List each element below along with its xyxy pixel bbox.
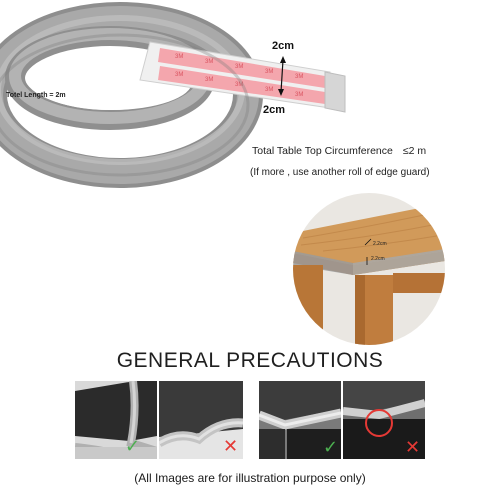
table-corner-photo: 2.2cm 2.2cm [293,193,445,345]
precautions-heading: GENERAL PRECAUTIONS [116,349,384,372]
cross-icon: ✕ [405,437,421,457]
table-dim-side: 2.2cm [371,256,385,262]
precaution-photo-correct-2: ✓ [259,381,341,459]
precaution-photo-wrong-1: ✕ [159,381,243,459]
circumference-limit: ≤2 m [402,145,427,157]
svg-text:3M: 3M [205,77,213,83]
illustration-disclaimer: (All Images are for illustration purpose… [134,471,366,485]
edge-guard-roll-illustration: 3M 3M 3M 3M 3M 3M 3M 3M 3M 3M 2cm 2cm Totel Leng… [0,0,350,210]
svg-text:3M: 3M [235,82,243,88]
precaution-photo-correct-1: ✓ [75,381,157,459]
svg-text:3M: 3M [295,74,303,80]
cross-icon: ✕ [223,436,239,456]
svg-text:3M: 3M [295,92,303,98]
check-icon: ✓ [125,436,141,456]
svg-text:3M: 3M [175,72,183,78]
width-label-bottom: 2cm [263,104,286,116]
width-label-top: 2cm [272,40,295,52]
check-icon: ✓ [323,437,339,457]
svg-text:3M: 3M [265,69,273,75]
precaution-photo-wrong-2: ✕ [343,381,425,459]
svg-text:3M: 3M [205,59,213,65]
circumference-note: Total Table Top Circumference ≤2 m [252,145,426,157]
total-length-label: Totel Length = 2m [6,92,66,99]
table-dim-top: 2.2cm [373,241,387,247]
circumference-label: Total Table Top Circumference [252,145,393,157]
svg-text:3M: 3M [175,54,183,60]
svg-text:3M: 3M [265,87,273,93]
svg-text:3M: 3M [235,64,243,70]
circumference-hint: (If more , use another roll of edge guar… [250,167,430,178]
